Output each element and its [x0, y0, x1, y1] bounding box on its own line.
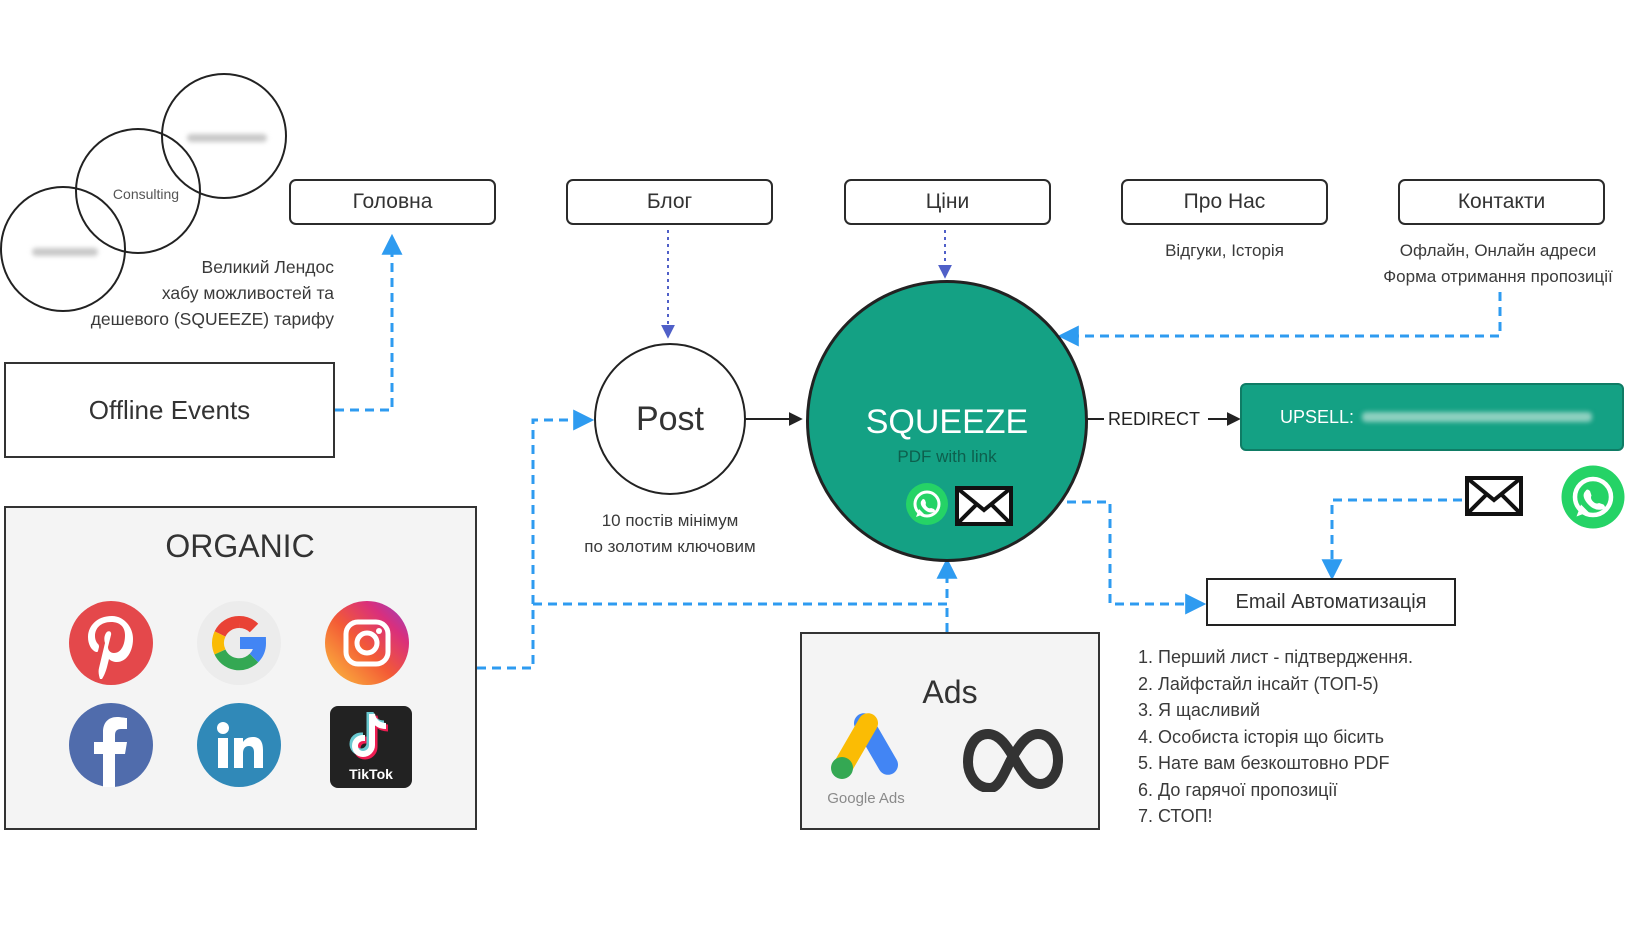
email-step: 5. Нате вам безкоштовно PDF — [1138, 753, 1390, 773]
contacts-note: Офлайн, Онлайн адреси Форма отримання пр… — [1350, 238, 1646, 290]
email-step: 4. Особиста історія що бісить — [1138, 726, 1385, 747]
post-node: Post — [594, 343, 746, 495]
consulting-label: Consulting — [112, 186, 180, 202]
pinterest-icon — [69, 601, 153, 685]
google-ads-label: Google Ads — [827, 790, 905, 807]
post-label: Post — [635, 399, 705, 438]
email-automation-title: Email Автоматизація — [1235, 590, 1427, 613]
tiktok-label: TikTok — [349, 766, 393, 782]
email-step: 3. Я щасливий — [1138, 700, 1261, 720]
nav-home[interactable]: Головна — [289, 179, 496, 225]
facebook-icon — [69, 703, 153, 787]
email-step: 1. Перший лист - підтвердження. — [1138, 647, 1413, 667]
blurred-bubble-left — [0, 186, 126, 312]
tiktok-icon: TikTok — [330, 706, 412, 788]
email-step: 7. СТОП! — [1138, 806, 1213, 826]
tiktok-note-glyph — [349, 712, 389, 760]
google-ads-icon — [831, 713, 898, 779]
instagram-icon — [325, 601, 409, 685]
redirect-label: REDIRECT — [1108, 409, 1201, 429]
email-step: 2. Лайфстайл інсайт (ТОП-5) — [1138, 673, 1379, 694]
upsell-box: UPSELL: — [1240, 383, 1624, 451]
blurred-text — [32, 248, 98, 256]
organic-to-post-connector — [477, 409, 595, 670]
landing-note-line: Великий Лендос — [201, 257, 334, 277]
meta-icon — [962, 728, 1064, 792]
nav-prices[interactable]: Ціни — [844, 179, 1051, 225]
offline-events-box: Offline Events — [4, 362, 335, 458]
about-note: Відгуки, Історія — [1165, 241, 1284, 260]
landing-note: Великий Лендос хабу можливостей та дешев… — [40, 254, 334, 332]
organic-to-squeeze-connector — [533, 557, 958, 606]
nav-blog[interactable]: Блог — [566, 179, 773, 225]
squeeze-node: SQUEEZE PDF with link — [806, 280, 1088, 562]
email-steps-list: 1. Перший лист - підтвердження. 2. Лайфс… — [1138, 644, 1538, 830]
email-step: 6. До гарячої пропозиції — [1138, 779, 1338, 800]
organic-title: ORGANIC — [165, 528, 315, 564]
upsell-to-email-connector — [1321, 498, 1462, 581]
landing-note-line: дешевого (SQUEEZE) тарифу — [90, 309, 334, 329]
post-note-line: по золотим ключовим — [584, 537, 756, 556]
upsell-blurred-text — [1362, 412, 1592, 422]
post-note-line: 10 постів мінімум — [601, 511, 739, 530]
contacts-note-line: Офлайн, Онлайн адреси — [1399, 241, 1597, 260]
whatsapp-icon — [1561, 465, 1625, 529]
organic-panel: ORGANIC — [4, 506, 477, 830]
blurred-text — [187, 134, 267, 142]
squeeze-title: SQUEEZE — [865, 403, 1029, 441]
offline-events-label: Offline Events — [88, 394, 251, 425]
whatsapp-icon — [906, 483, 948, 525]
contacts-note-line: Форма отримання пропозиції — [1383, 267, 1613, 286]
offline-to-home-connector — [335, 233, 403, 412]
landing-note-line: хабу можливостей та — [161, 283, 334, 303]
email-automation-box: Email Автоматизація — [1206, 578, 1456, 626]
google-icon — [197, 601, 281, 685]
contacts-to-squeeze-connector — [1057, 292, 1502, 347]
nav-contacts[interactable]: Контакти — [1398, 179, 1605, 225]
nav-about[interactable]: Про Нас — [1121, 179, 1328, 225]
post-note: 10 постів мінімум по золотим ключовим — [560, 508, 780, 560]
mail-icon — [955, 486, 1013, 526]
squeeze-subtitle: PDF with link — [897, 447, 997, 466]
ads-panel: Ads Google Ads — [800, 632, 1100, 830]
mail-icon — [1465, 476, 1523, 516]
ads-title: Ads — [922, 674, 978, 710]
linkedin-icon — [197, 703, 281, 787]
upsell-label: UPSELL: — [1280, 407, 1355, 427]
